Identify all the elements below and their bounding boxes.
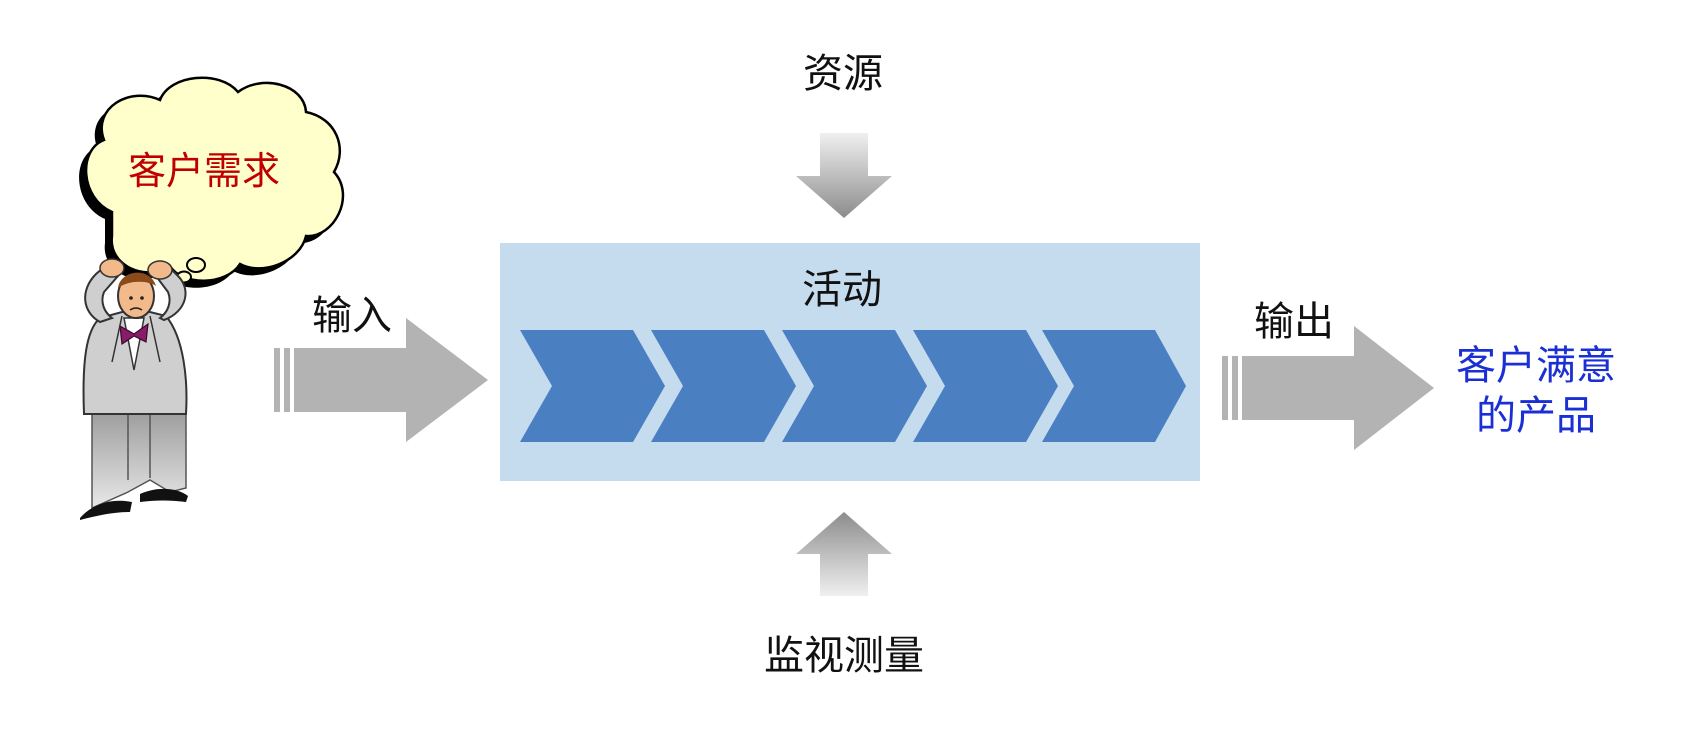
result-line-1: 客户满意 [1456,343,1616,389]
resources-label: 资源 [803,51,883,97]
output-label: 输出 [1254,299,1334,345]
monitor-label: 监视测量 [764,633,924,679]
result-line-2: 的产品 [1476,393,1596,439]
monitor-arrow [796,512,892,596]
activity-chevron-5 [1042,330,1186,442]
activity-title: 活动 [802,267,882,313]
worried-person-icon [80,258,188,520]
resource-arrow [796,133,892,218]
customer-need-label: 客户需求 [128,149,281,193]
thought-bubble-large [186,257,206,273]
activity-chevron-4 [913,330,1058,442]
activity-chevron-1 [520,330,665,442]
activity-chevrons [520,330,1186,442]
input-arrow [274,318,488,442]
activity-chevron-2 [651,330,796,442]
input-label: 输入 [312,293,392,339]
thought-cloud [79,76,345,293]
activity-chevron-3 [782,330,927,442]
output-arrow [1222,326,1434,450]
